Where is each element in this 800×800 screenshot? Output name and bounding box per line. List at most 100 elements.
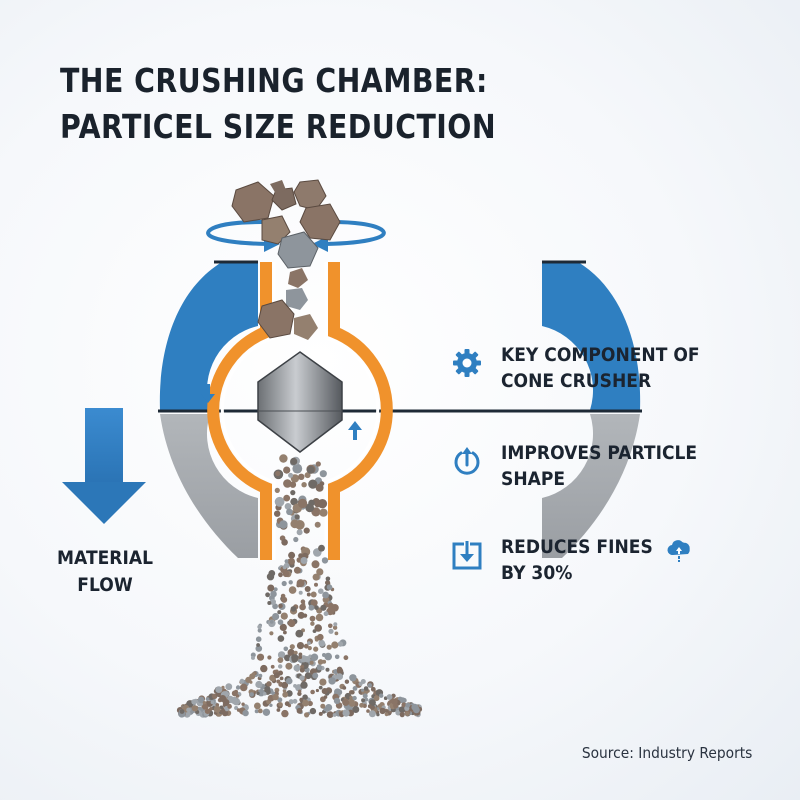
particle <box>358 681 363 687</box>
particle <box>325 667 330 672</box>
particle <box>288 551 296 559</box>
particle <box>290 490 296 496</box>
particle <box>309 660 314 665</box>
particle <box>303 643 309 649</box>
particle <box>342 686 347 690</box>
particle <box>257 628 262 633</box>
particle <box>393 703 399 709</box>
particle <box>283 494 291 502</box>
particle <box>296 642 305 650</box>
particle <box>231 690 238 697</box>
particle <box>359 702 364 708</box>
particle <box>307 646 312 651</box>
particle <box>299 697 304 702</box>
particle <box>363 686 369 691</box>
feature-key-component: KEY COMPONENT OF CONE CRUSHER <box>452 342 722 394</box>
particle <box>275 470 281 477</box>
particle <box>325 704 333 711</box>
particle <box>310 599 318 607</box>
particle <box>298 689 302 693</box>
particle <box>256 643 260 647</box>
particle <box>312 672 319 679</box>
particle <box>352 695 357 701</box>
particle <box>336 673 343 680</box>
particle <box>334 631 339 636</box>
particle <box>288 699 294 705</box>
particle <box>281 681 289 689</box>
particle <box>323 611 329 617</box>
particle <box>312 573 320 581</box>
particle <box>308 479 318 489</box>
particle <box>302 699 309 707</box>
particle <box>283 646 289 652</box>
particle <box>258 673 263 678</box>
particle <box>288 472 294 478</box>
particle <box>352 706 360 713</box>
particle <box>285 662 293 670</box>
particle <box>386 694 393 700</box>
particle <box>319 678 327 686</box>
particle <box>296 579 305 588</box>
particle <box>269 598 276 606</box>
particle <box>257 689 265 697</box>
particle <box>405 702 411 708</box>
particle <box>227 704 232 709</box>
particle <box>322 653 326 657</box>
particle <box>333 622 338 627</box>
particle <box>281 539 288 546</box>
title-line-1: THE CRUSHING CHAMBER: <box>60 61 488 100</box>
particle <box>318 685 323 690</box>
title-line-2: PARTICEL SIZE REDUCTION <box>60 107 497 146</box>
chamber-pressure-arrows <box>201 384 362 440</box>
particle <box>277 619 284 625</box>
particle <box>308 604 315 611</box>
feed-rocks <box>231 179 341 340</box>
cloud-upload-icon <box>667 540 690 562</box>
particle <box>322 659 327 664</box>
power-up-arrow-icon <box>454 447 480 475</box>
particle <box>299 603 306 611</box>
material-flow-label: MATERIAL FLOW <box>46 545 164 599</box>
particle <box>223 691 230 697</box>
particle <box>239 683 248 692</box>
particle <box>241 702 245 706</box>
particle <box>318 544 325 552</box>
particle <box>289 644 295 650</box>
particle <box>281 596 288 603</box>
particle <box>362 693 368 699</box>
particle <box>292 463 303 474</box>
particle <box>293 566 301 574</box>
particle <box>274 687 280 693</box>
particle <box>352 686 358 691</box>
particle <box>215 703 220 707</box>
particle <box>230 696 238 705</box>
chamber-gap <box>220 262 380 560</box>
particle <box>369 699 376 706</box>
download-box-icon <box>452 541 482 570</box>
particle <box>399 712 405 718</box>
particle <box>277 697 283 703</box>
particle <box>288 619 296 628</box>
particle <box>299 675 305 681</box>
particle <box>257 708 263 714</box>
particle <box>299 667 305 673</box>
particle <box>191 699 197 705</box>
flow-label-line-1: MATERIAL <box>57 547 153 569</box>
particle <box>279 454 288 463</box>
particle <box>191 705 198 712</box>
particle <box>321 688 328 695</box>
particle <box>334 654 340 660</box>
particle <box>270 590 277 598</box>
particle <box>317 659 324 665</box>
particle <box>278 603 283 609</box>
particle <box>280 612 288 620</box>
particle <box>333 697 341 705</box>
particle <box>256 653 265 661</box>
particle <box>298 553 304 559</box>
particle <box>303 527 310 534</box>
particle <box>323 695 328 699</box>
particle <box>276 679 281 684</box>
feature-line-1: IMPROVES PARTICLE <box>501 442 698 464</box>
particle <box>282 691 289 698</box>
